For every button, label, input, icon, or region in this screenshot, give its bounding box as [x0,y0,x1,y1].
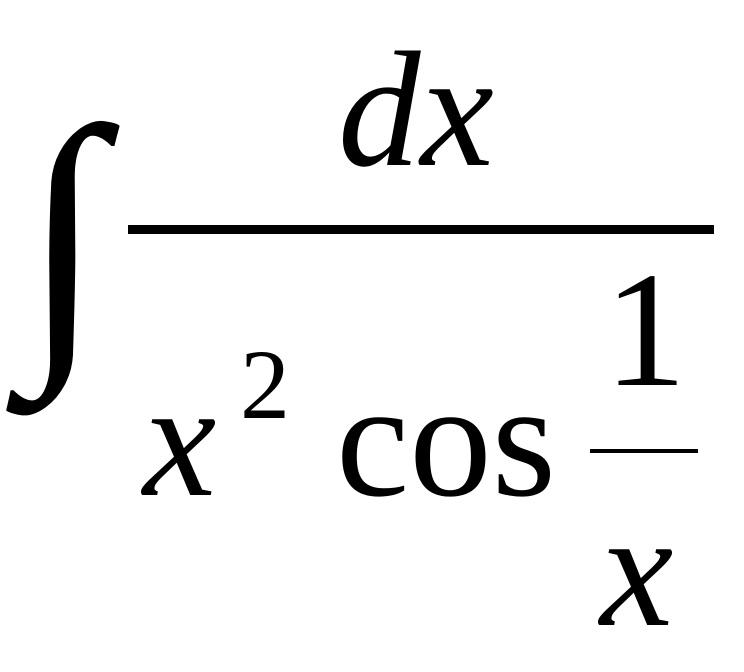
main-fraction-bar [128,225,714,234]
integral-sign: ∫ [3,68,120,419]
denominator-x: x [140,348,216,531]
numerator-dx: dx [338,18,494,201]
exponent-two: 2 [240,329,290,440]
cos-function: cos [336,348,556,531]
inner-denominator-x: x [597,478,673,661]
inner-numerator-one: 1 [604,238,687,421]
inner-fraction-bar [590,449,698,453]
